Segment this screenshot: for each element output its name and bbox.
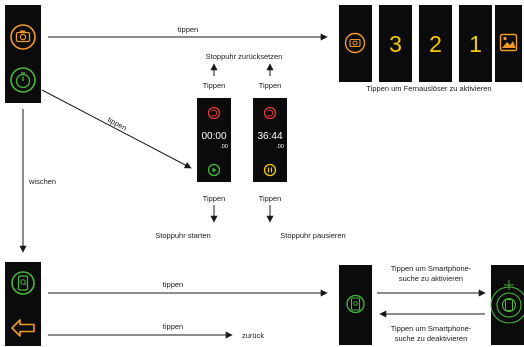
gallery-icon xyxy=(499,33,518,52)
tap-camera-label: tippen xyxy=(178,25,198,34)
play-icon[interactable] xyxy=(207,163,221,177)
shutter-start-screen xyxy=(339,5,372,82)
countdown-screen-3: 3 xyxy=(379,5,412,82)
stopwatch-hundredths: .00 xyxy=(276,144,284,150)
tap-reset-label: Tippen xyxy=(259,81,282,90)
pause-icon[interactable] xyxy=(263,163,277,177)
secondary-menu-screen xyxy=(5,262,41,346)
stopwatch-time: 36:44 xyxy=(257,131,282,142)
back-arrow-icon[interactable] xyxy=(11,319,35,337)
tap-stopwatch-label: tippen xyxy=(106,115,128,133)
tap-back-label: tippen xyxy=(163,322,183,331)
deactivate-search-label-line1: Tippen um Smartphone- xyxy=(391,324,472,333)
deactivate-search-label-line2: suche zu deaktivieren xyxy=(395,334,468,343)
countdown-value: 3 xyxy=(389,31,402,57)
swipe-label: wischen xyxy=(28,177,56,186)
photo-taken-screen xyxy=(495,5,522,82)
camera-icon[interactable] xyxy=(10,24,36,50)
reset-icon[interactable] xyxy=(263,106,277,120)
pause-stopwatch-label: Stoppuhr pausieren xyxy=(280,231,345,240)
arrow-tap-stopwatch xyxy=(41,89,192,169)
countdown-screen-2: 2 xyxy=(419,5,452,82)
tap-pause-label: Tippen xyxy=(259,194,282,203)
stopwatch-hundredths: .00 xyxy=(220,144,228,150)
phone-search-idle-screen xyxy=(339,265,372,345)
activate-search-label-line1: Tippen um Smartphone- xyxy=(391,264,472,273)
remote-shutter-caption: Tippen um Fernauslöser zu aktivieren xyxy=(366,84,491,93)
reset-icon[interactable] xyxy=(207,106,221,120)
tap-start-label: Tippen xyxy=(203,194,226,203)
stopwatch-icon[interactable] xyxy=(10,67,36,93)
phone-search-active-screen xyxy=(490,265,524,345)
stopwatch-time: 00:00 xyxy=(201,131,226,142)
main-menu-screen xyxy=(5,5,41,103)
reset-stopwatch-label: Stoppuhr zurücksetzen xyxy=(206,52,283,61)
countdown-value: 2 xyxy=(429,31,442,57)
phone-search-icon[interactable] xyxy=(11,271,35,295)
stopwatch-running-screen: 36:44 .00 xyxy=(253,98,287,182)
tap-reset-label: Tippen xyxy=(203,81,226,90)
remote-shutter-sequence: 3 2 1 Tippen um Fernauslöser zu aktivier… xyxy=(339,5,522,93)
activate-search-label-line2: suche zu aktivieren xyxy=(399,274,463,283)
countdown-screen-1: 1 xyxy=(459,5,492,82)
phone-radar-icon xyxy=(490,280,524,324)
countdown-value: 1 xyxy=(469,31,482,57)
start-stopwatch-label: Stoppuhr starten xyxy=(155,231,210,240)
tap-phone-search-label: tippen xyxy=(163,280,183,289)
back-label: zurück xyxy=(242,331,264,340)
stopwatch-reset-screen: 00:00 .00 xyxy=(197,98,231,182)
camera-icon[interactable] xyxy=(344,32,366,54)
phone-search-icon[interactable] xyxy=(346,294,365,314)
